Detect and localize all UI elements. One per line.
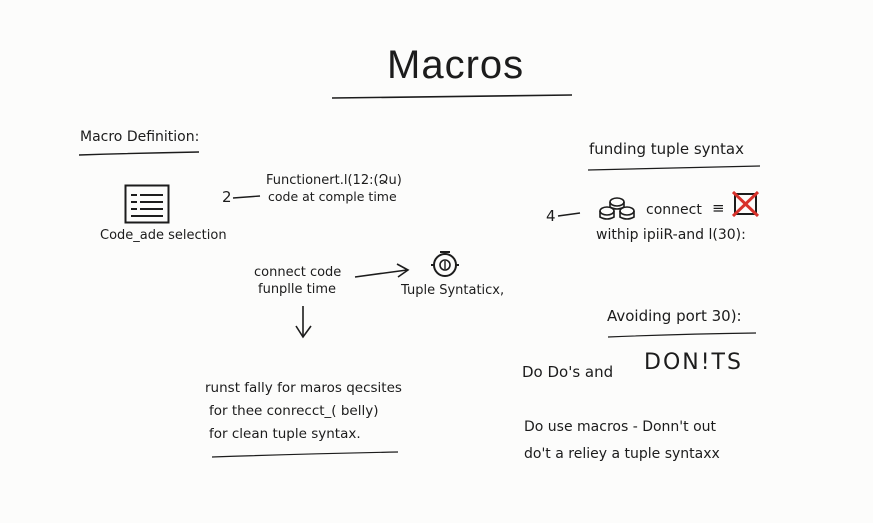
funding-subline: withip ipiiR-and l(30): (596, 227, 746, 243)
avoiding-underline (607, 332, 757, 338)
bottom-note-line-3: for clean tuple syntax. (209, 426, 361, 442)
red-cross-box-icon (732, 191, 760, 217)
funding-heading: funding tuple syntax (589, 140, 745, 158)
step-2-dash (232, 195, 261, 199)
tuple-syntax-label: Tuple Syntaticx, (401, 283, 505, 298)
step-4-marker: 4 (546, 207, 556, 225)
page-title: Macros (387, 43, 525, 87)
connect-label: connect (646, 202, 702, 218)
avoiding-heading: Avoiding port 30): (607, 307, 742, 325)
donts-label: DON!TS (644, 350, 743, 375)
connect-code-text: connect code (254, 265, 342, 280)
arrow-to-tuple-syntax (354, 263, 410, 278)
avoiding-line-2: do't a reliey a tuple syntaxx (524, 446, 720, 462)
macro-note-line-1: Functionert.l(12:(Ձu) (266, 173, 402, 188)
macro-definition-heading: Macro Definition: (80, 129, 200, 145)
bottom-note-line-1: runst fally for maros qecsites (205, 380, 402, 396)
macro-definition-underline (78, 151, 200, 156)
bottom-note-line-2: for thee conrecct_( belly) (209, 403, 379, 419)
avoiding-line-1: Do use macros - Donn't out (524, 419, 717, 435)
equivalence-symbol: ≡ (712, 199, 725, 217)
funding-underline (587, 165, 761, 171)
coins-stack-icon (599, 197, 635, 220)
gear-face-icon (431, 251, 459, 277)
dos-label: Do Do's and (522, 363, 614, 381)
macro-note-line-2: code at comple time (268, 189, 397, 204)
compile-time-text: funplle time (258, 282, 337, 297)
arrow-down (295, 306, 312, 339)
step-2-marker: 2 (222, 188, 232, 206)
title-underline (331, 94, 573, 99)
step-4-dash (557, 212, 581, 217)
document-list-icon (124, 184, 170, 224)
code-selection-caption: Code_ade selection (100, 228, 227, 243)
bottom-note-underline (211, 451, 399, 458)
